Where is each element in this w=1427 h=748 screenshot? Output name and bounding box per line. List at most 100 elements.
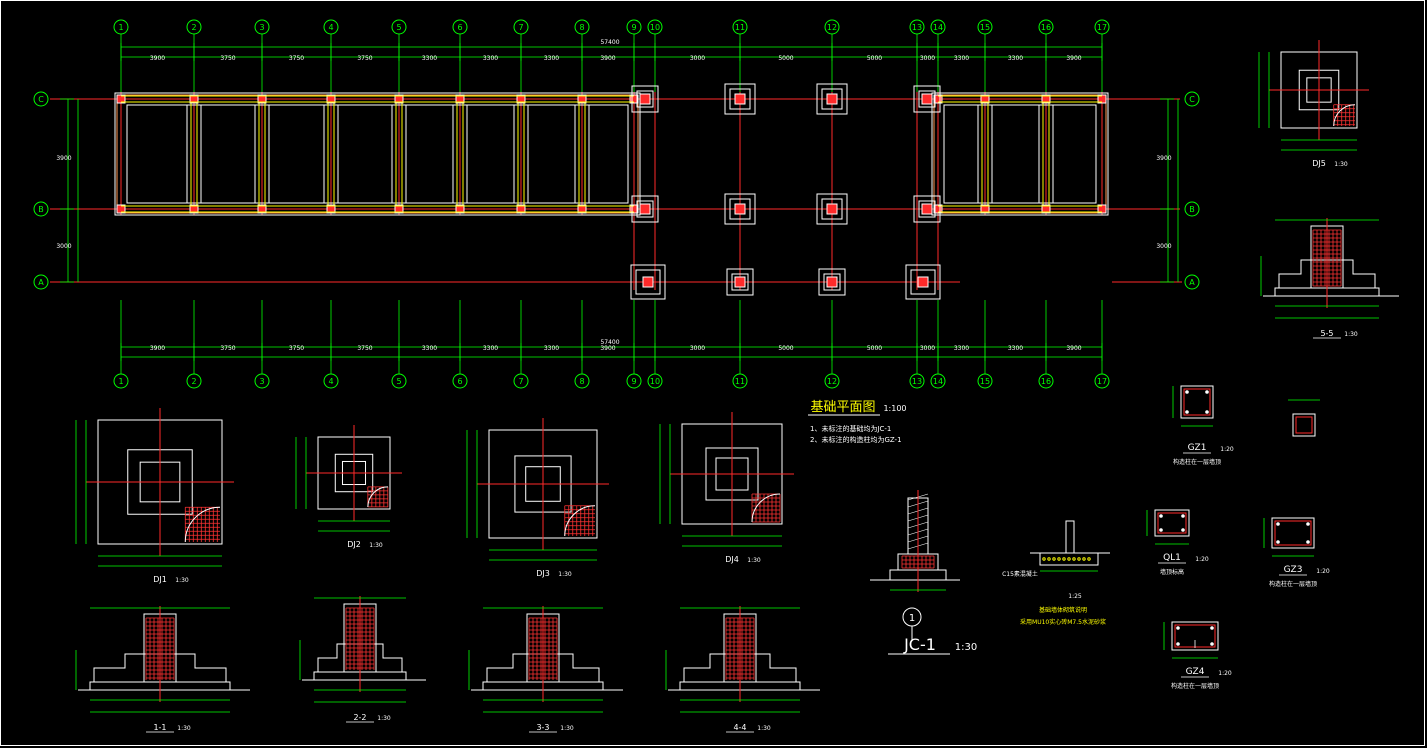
axis-number: 13 xyxy=(912,377,922,386)
rebar-dot xyxy=(1210,626,1214,630)
axis-number: 5 xyxy=(396,377,401,386)
rebar-dot xyxy=(1185,410,1189,414)
section-name: GZ4 xyxy=(1186,667,1205,677)
footing-column xyxy=(826,276,838,288)
section-label: 1-1 xyxy=(153,723,166,732)
foundation-plan: 1122334455667788991010111112121313141415… xyxy=(33,19,1200,444)
dim-value: 5000 xyxy=(867,345,882,352)
gz-column xyxy=(1097,204,1107,214)
isolated-footing xyxy=(631,195,659,223)
gz-column xyxy=(189,204,199,214)
axis-letter: A xyxy=(1189,278,1195,287)
axis-number: 10 xyxy=(650,377,660,386)
axis-number: 17 xyxy=(1097,23,1107,32)
column-outline xyxy=(1180,385,1214,419)
section-label: 3-3 xyxy=(536,723,549,732)
axis-number: 8 xyxy=(579,23,584,32)
axis-number: 12 xyxy=(827,23,837,32)
axis-number: 17 xyxy=(1097,377,1107,386)
rebar-dot xyxy=(1205,390,1209,394)
axis-number: 4 xyxy=(328,23,333,32)
rebar-dot xyxy=(1159,528,1163,532)
footing-plan-scale: 1:30 xyxy=(1334,161,1348,168)
footing-plan-label: DJ4 xyxy=(725,555,739,564)
strip-footing-cross xyxy=(977,104,993,204)
section-name: GZ1 xyxy=(1188,443,1207,453)
axis-bubble xyxy=(1184,201,1200,217)
rebar-dot xyxy=(1176,626,1180,630)
section-scale: 1:30 xyxy=(177,725,191,732)
axis-number: 6 xyxy=(457,23,462,32)
footing-plan-scale: 1:30 xyxy=(369,542,383,549)
aggregate-dot xyxy=(1072,557,1076,561)
rebar-arc xyxy=(564,505,596,537)
section-scale: 1:30 xyxy=(757,725,771,732)
dim-value: 3000 xyxy=(690,345,705,352)
isolated-footing xyxy=(905,264,941,300)
axis-number: 11 xyxy=(735,23,745,32)
footing-plan-label: DJ2 xyxy=(347,540,361,549)
rebar-dot xyxy=(1306,540,1310,544)
strip-footing-cross xyxy=(391,104,407,204)
plan-scale: 1:100 xyxy=(883,404,906,413)
aggregate-dot xyxy=(1057,557,1061,561)
section-label: 2-2 xyxy=(353,713,366,722)
gz-column xyxy=(577,204,587,214)
column-outline xyxy=(1171,621,1219,651)
jc1-number: 1 xyxy=(909,613,915,624)
gz-column xyxy=(394,204,404,214)
dim-value: 3900 xyxy=(56,155,71,162)
dim-total: 57400 xyxy=(600,39,619,46)
section-note: 墙顶标高 xyxy=(1160,568,1184,576)
footing-plan-label: DJ1 xyxy=(153,575,167,584)
axis-number: 5 xyxy=(396,23,401,32)
section-note: 构造柱在一层墙顶 xyxy=(1269,580,1317,588)
axis-number: 3 xyxy=(259,23,264,32)
dim-value: 3300 xyxy=(422,345,437,352)
axis-number: 4 xyxy=(328,377,333,386)
column-stirrup xyxy=(1157,512,1187,534)
section-steps xyxy=(317,643,403,673)
dim-value: 3750 xyxy=(357,345,372,352)
dim-value: 5000 xyxy=(867,55,882,62)
gz-column xyxy=(326,204,336,214)
dim-value: 3300 xyxy=(1008,345,1023,352)
strip-footing-cross xyxy=(1038,104,1054,204)
gz2-section xyxy=(1288,399,1320,437)
gz-column xyxy=(1041,204,1051,214)
rebar-arc xyxy=(1333,104,1356,127)
gz-column xyxy=(933,94,943,104)
column-outline xyxy=(1292,413,1316,437)
section-steps xyxy=(1278,259,1376,289)
dim-value: 3900 xyxy=(1066,345,1081,352)
dim-value: 3000 xyxy=(56,243,71,250)
axis-number: 15 xyxy=(980,377,990,386)
gz-column xyxy=(980,204,990,214)
rebar-dot xyxy=(1205,410,1209,414)
dim-value: 3750 xyxy=(357,55,372,62)
wall-scale: 1:25 xyxy=(1068,593,1082,600)
rebar-dot xyxy=(1159,514,1163,518)
gz-column xyxy=(394,94,404,104)
dim-value: 3300 xyxy=(954,55,969,62)
section-scale: 1:20 xyxy=(1218,670,1232,677)
aggregate-dot xyxy=(1067,557,1071,561)
isolated-footing xyxy=(724,83,756,115)
dim-value: 3300 xyxy=(422,55,437,62)
rebar-dot xyxy=(1276,522,1280,526)
axis-letter: B xyxy=(38,205,44,214)
section-name: QL1 xyxy=(1163,553,1181,563)
footing-column xyxy=(921,93,933,105)
axis-letter: C xyxy=(38,95,44,104)
strip-footing-inner xyxy=(126,104,629,204)
gz-column xyxy=(516,204,526,214)
axis-number: 12 xyxy=(827,377,837,386)
section-scale: 1:30 xyxy=(1344,331,1358,338)
aggregate-dot xyxy=(1062,557,1066,561)
dim-total: 57400 xyxy=(600,339,619,346)
